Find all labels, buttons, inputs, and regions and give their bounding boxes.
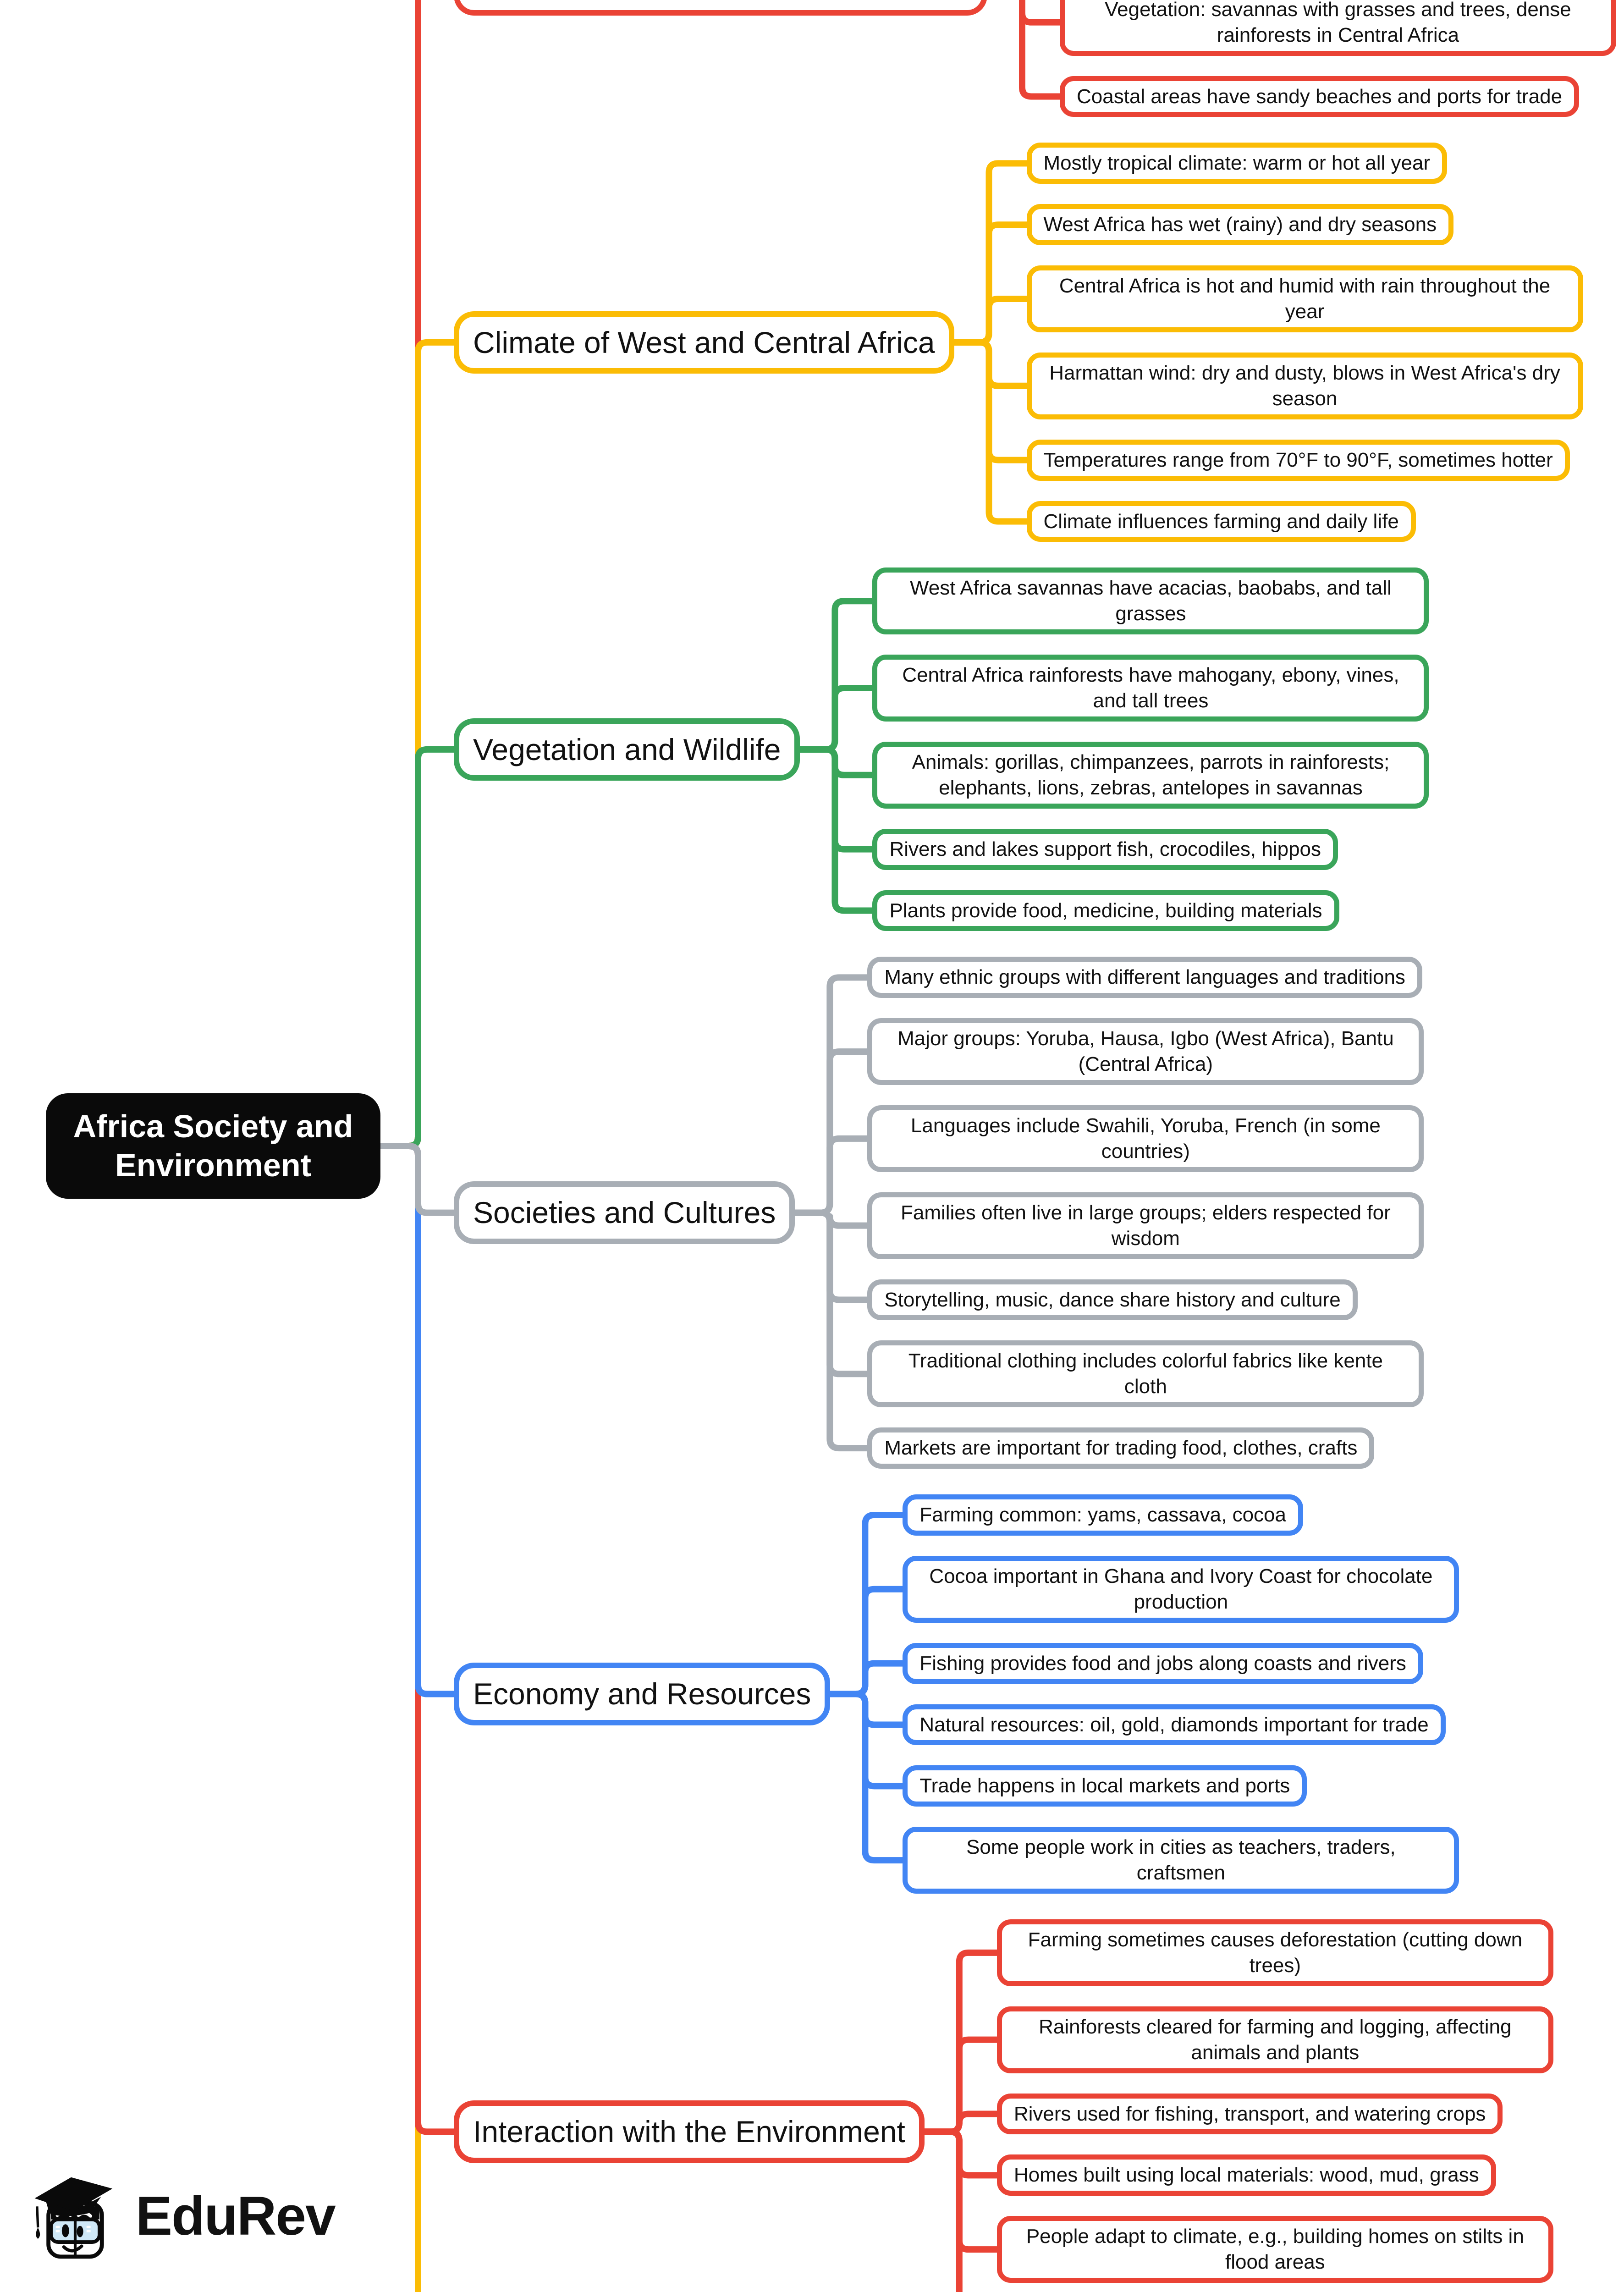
leaf-node: Major groups: Yoruba, Hausa, Igbo (West … — [867, 1018, 1424, 1085]
leaf-node: Central Africa is hot and humid with rai… — [1026, 265, 1583, 332]
leaf-node: Traditional clothing includes colorful f… — [867, 1340, 1424, 1408]
branch-children: Farming common: yams, cassava, cocoa Coc… — [903, 1494, 1459, 1894]
branch-children: West Africa savannas have acacias, baoba… — [872, 567, 1429, 931]
leaf-node: Homes built using local materials: wood,… — [996, 2154, 1496, 2196]
leaf-node: Markets are important for trading food, … — [867, 1427, 1375, 1469]
branch: Climate of West and Central Africa Mostl… — [454, 143, 1616, 542]
leaf-node: Rivers and lakes support fish, crocodile… — [872, 828, 1338, 870]
branch: Societies and Cultures Many ethnic group… — [454, 957, 1616, 1469]
branch-children: Mostly tropical climate: warm or hot all… — [1026, 143, 1583, 542]
leaf-node: Rivers used for fishing, transport, and … — [996, 2093, 1503, 2135]
branch-children: Farming sometimes causes deforestation (… — [996, 1919, 1553, 2292]
leaf-node: Farming sometimes causes deforestation (… — [996, 1919, 1553, 1986]
leaf-node: Cocoa important in Ghana and Ivory Coast… — [903, 1555, 1459, 1623]
leaf-node: Farming common: yams, cassava, cocoa — [903, 1494, 1303, 1536]
branch-children: Includes countries like Nigeria, Ghana, … — [1060, 0, 1616, 117]
leaf-node: Storytelling, music, dance share history… — [867, 1279, 1358, 1321]
branch-node: Societies and Cultures — [454, 1181, 795, 1244]
branch-node: Climate of West and Central Africa — [454, 311, 954, 374]
leaf-node: West Africa savannas have acacias, baoba… — [872, 567, 1429, 635]
branch: Region Profile: West and Central Africa … — [454, 0, 1616, 117]
leaf-node: Temperatures range from 70°F to 90°F, so… — [1026, 439, 1570, 481]
leaf-node: Natural resources: oil, gold, diamonds i… — [903, 1704, 1446, 1746]
leaf-node: Many ethnic groups with different langua… — [867, 957, 1422, 998]
branch: Economy and Resources Farming common: ya… — [454, 1494, 1616, 1894]
leaf-node: Fishing provides food and jobs along coa… — [903, 1642, 1423, 1684]
root-node: Africa Society and Environment — [46, 1093, 380, 1199]
branch-children: Many ethnic groups with different langua… — [867, 957, 1424, 1469]
leaf-node: Languages include Swahili, Yoruba, Frenc… — [867, 1105, 1424, 1172]
leaf-node: Vegetation: savannas with grasses and tr… — [1060, 0, 1616, 56]
leaf-node: Climate influences farming and daily lif… — [1026, 501, 1416, 542]
branch-node: Vegetation and Wildlife — [454, 718, 800, 781]
leaf-node: Some people work in cities as teachers, … — [903, 1827, 1459, 1894]
leaf-node: Central Africa rainforests have mahogany… — [872, 655, 1429, 722]
branch-list: Introduction Africa is a large continent… — [454, 0, 1616, 2292]
branch-node: Interaction with the Environment — [454, 2100, 925, 2163]
leaf-node: Plants provide food, medicine, building … — [872, 890, 1339, 931]
leaf-node: Families often live in large groups; eld… — [867, 1192, 1424, 1259]
leaf-node: West Africa has wet (rainy) and dry seas… — [1026, 204, 1454, 246]
branch-node: Region Profile: West and Central Africa — [454, 0, 987, 16]
branch-node: Economy and Resources — [454, 1663, 831, 1725]
branch: Vegetation and Wildlife West Africa sava… — [454, 567, 1616, 931]
edurev-graduate-icon — [27, 2166, 124, 2265]
leaf-node: Animals: gorillas, chimpanzees, parrots … — [872, 741, 1429, 809]
leaf-node: Harmattan wind: dry and dusty, blows in … — [1026, 352, 1583, 419]
leaf-node: People adapt to climate, e.g., building … — [996, 2216, 1553, 2283]
edurev-logo: EduRev — [27, 2166, 336, 2265]
leaf-node: Trade happens in local markets and ports — [903, 1765, 1307, 1807]
leaf-node: Coastal areas have sandy beaches and por… — [1060, 76, 1580, 117]
branch: Interaction with the Environment Farming… — [454, 1919, 1616, 2292]
leaf-node: Rainforests cleared for farming and logg… — [996, 2006, 1553, 2073]
leaf-node: Mostly tropical climate: warm or hot all… — [1026, 143, 1448, 184]
edurev-wordmark: EduRev — [136, 2185, 336, 2247]
